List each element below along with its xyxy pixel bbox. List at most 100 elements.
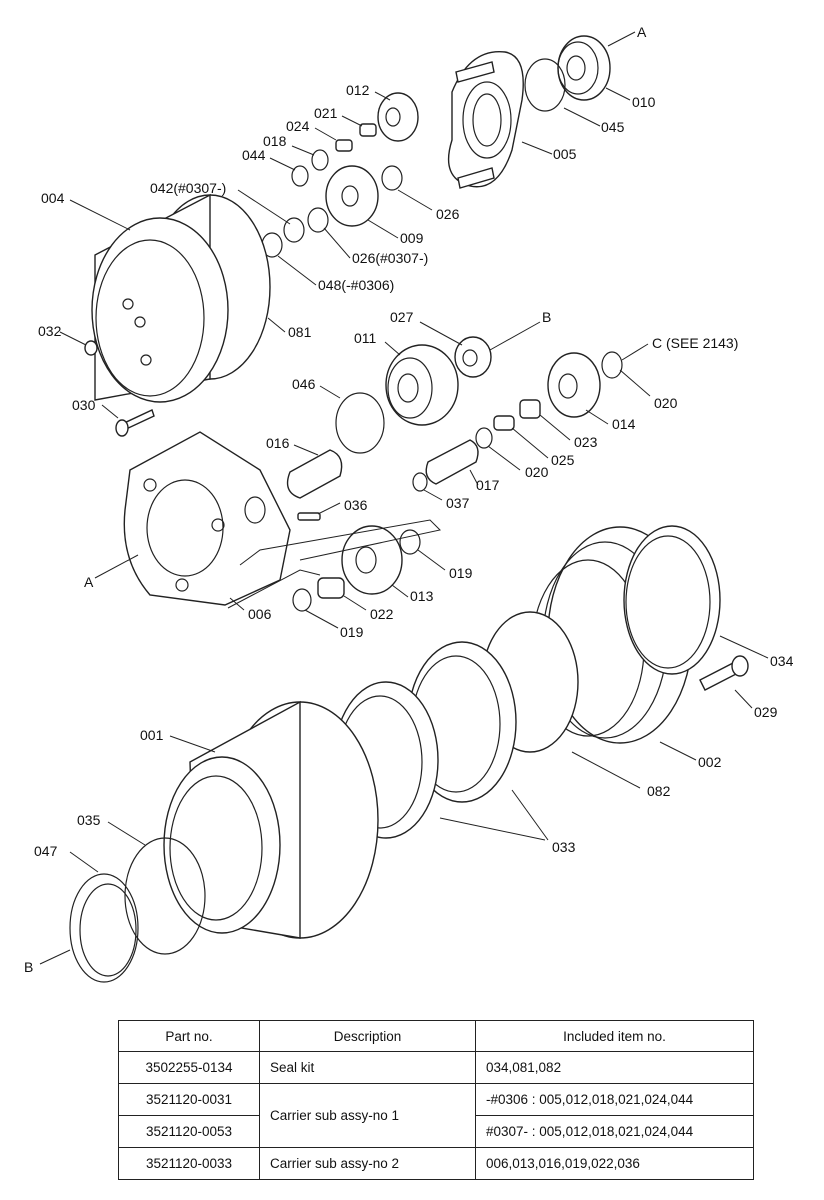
table-row: 3521120-0033 Carrier sub assy-no 2 006,0… bbox=[118, 1147, 754, 1180]
ring-045 bbox=[524, 58, 566, 112]
part-no-cell: 3521120-0053 bbox=[118, 1115, 260, 1148]
washer-026b bbox=[307, 207, 329, 233]
label-009: 009 bbox=[400, 230, 424, 246]
label-019b: 019 bbox=[340, 624, 364, 640]
label-042: 042(#0307-) bbox=[150, 180, 226, 196]
washer-027-hole bbox=[462, 349, 478, 367]
bolt-029 bbox=[699, 655, 749, 691]
label-044: 044 bbox=[242, 147, 266, 163]
part-labels: A 010 012 045 021 024 018 005 044 042(#0… bbox=[24, 24, 794, 975]
label-081: 081 bbox=[288, 324, 312, 340]
oring-046 bbox=[335, 392, 385, 454]
ring-019b bbox=[292, 588, 312, 612]
label-027: 027 bbox=[390, 309, 414, 325]
bolt-032 bbox=[84, 340, 98, 356]
exploded-parts-diagram: A 010 012 045 021 024 018 005 044 042(#0… bbox=[24, 24, 794, 983]
label-082: 082 bbox=[647, 783, 671, 799]
snap-ring-047 bbox=[69, 873, 139, 983]
included-items-cell: 006,013,016,019,022,036 bbox=[475, 1147, 754, 1180]
pin-036 bbox=[297, 512, 321, 521]
header-description: Description bbox=[259, 1020, 476, 1052]
table-row: 3521120-0053 #0307- : 005,012,018,021,02… bbox=[118, 1115, 754, 1148]
label-012: 012 bbox=[346, 82, 370, 98]
carrier-006 bbox=[123, 431, 291, 606]
description-cell: Seal kit bbox=[259, 1051, 476, 1084]
label-020a: 020 bbox=[654, 395, 678, 411]
label-002: 002 bbox=[698, 754, 722, 770]
label-035: 035 bbox=[77, 812, 101, 828]
carrier-plate-005 bbox=[447, 51, 524, 189]
pin-025 bbox=[493, 415, 515, 431]
label-018: 018 bbox=[263, 133, 287, 149]
label-005: 005 bbox=[553, 146, 577, 162]
label-029: 029 bbox=[754, 704, 778, 720]
label-006: 006 bbox=[248, 606, 272, 622]
ring-037 bbox=[412, 472, 428, 492]
gear-009 bbox=[325, 165, 379, 227]
label-048: 048(-#0306) bbox=[318, 277, 394, 293]
label-004: 004 bbox=[41, 190, 65, 206]
label-B-bot: B bbox=[24, 959, 33, 975]
table-row: 3502255-0134 Seal kit 034,081,082 bbox=[118, 1051, 754, 1084]
part-no-cell: 3521120-0031 bbox=[118, 1083, 260, 1116]
bearing-022 bbox=[317, 577, 345, 599]
ring-019a bbox=[399, 529, 421, 555]
table-header-row: Part no. Description Included item no. bbox=[118, 1020, 754, 1052]
label-B-top: B bbox=[542, 309, 551, 325]
table-row: 3521120-0031 Carrier sub assy-no 1 -#030… bbox=[118, 1083, 754, 1148]
label-047: 047 bbox=[34, 843, 58, 859]
label-045: 045 bbox=[601, 119, 625, 135]
ring-035 bbox=[124, 837, 206, 955]
gear-012 bbox=[377, 92, 419, 142]
shaft-017 bbox=[425, 439, 479, 485]
washer-042 bbox=[283, 217, 305, 243]
label-022: 022 bbox=[370, 606, 394, 622]
pin-021 bbox=[359, 123, 377, 137]
label-026a: 026 bbox=[436, 206, 460, 222]
washer-018 bbox=[311, 149, 329, 171]
housing-004 bbox=[91, 193, 271, 403]
label-023: 023 bbox=[574, 434, 598, 450]
label-014: 014 bbox=[612, 416, 636, 432]
part-no-cell: 3502255-0134 bbox=[118, 1051, 260, 1084]
gear-010 bbox=[557, 35, 611, 101]
bearing-023 bbox=[519, 399, 541, 419]
label-C: C (SEE 2143) bbox=[652, 335, 738, 351]
hub-001 bbox=[163, 700, 379, 939]
label-013: 013 bbox=[410, 588, 434, 604]
label-001: 001 bbox=[140, 727, 164, 743]
label-010: 010 bbox=[632, 94, 656, 110]
label-037: 037 bbox=[446, 495, 470, 511]
label-019a: 019 bbox=[449, 565, 473, 581]
seal-034-inner bbox=[625, 535, 711, 669]
label-033: 033 bbox=[552, 839, 576, 855]
gear-011 bbox=[385, 344, 459, 426]
label-020b: 020 bbox=[525, 464, 549, 480]
included-items-cell: -#0306 : 005,012,018,021,024,044 bbox=[475, 1083, 754, 1116]
washer-027 bbox=[454, 336, 492, 378]
leader-lines bbox=[39, 31, 769, 965]
ring-044 bbox=[291, 165, 309, 187]
label-046: 046 bbox=[292, 376, 316, 392]
pin-024 bbox=[335, 139, 353, 152]
header-part-no: Part no. bbox=[118, 1020, 260, 1052]
washer-026 bbox=[381, 165, 403, 191]
label-024: 024 bbox=[286, 118, 310, 134]
header-included-items: Included item no. bbox=[475, 1020, 754, 1052]
label-032: 032 bbox=[38, 323, 62, 339]
description-cell: Carrier sub assy-no 2 bbox=[259, 1147, 476, 1180]
label-016: 016 bbox=[266, 435, 290, 451]
included-items-cell: #0307- : 005,012,018,021,024,044 bbox=[475, 1115, 754, 1148]
label-021: 021 bbox=[314, 105, 338, 121]
label-025: 025 bbox=[551, 452, 575, 468]
label-036: 036 bbox=[344, 497, 368, 513]
bolt-030 bbox=[115, 409, 155, 437]
label-011: 011 bbox=[354, 330, 377, 346]
seal-034 bbox=[623, 525, 721, 675]
description-cell: Carrier sub assy-no 1 bbox=[259, 1083, 476, 1148]
label-A-top: A bbox=[637, 24, 647, 40]
label-030: 030 bbox=[72, 397, 96, 413]
label-017: 017 bbox=[476, 477, 500, 493]
included-items-cell: 034,081,082 bbox=[475, 1051, 754, 1084]
label-034: 034 bbox=[770, 653, 794, 669]
